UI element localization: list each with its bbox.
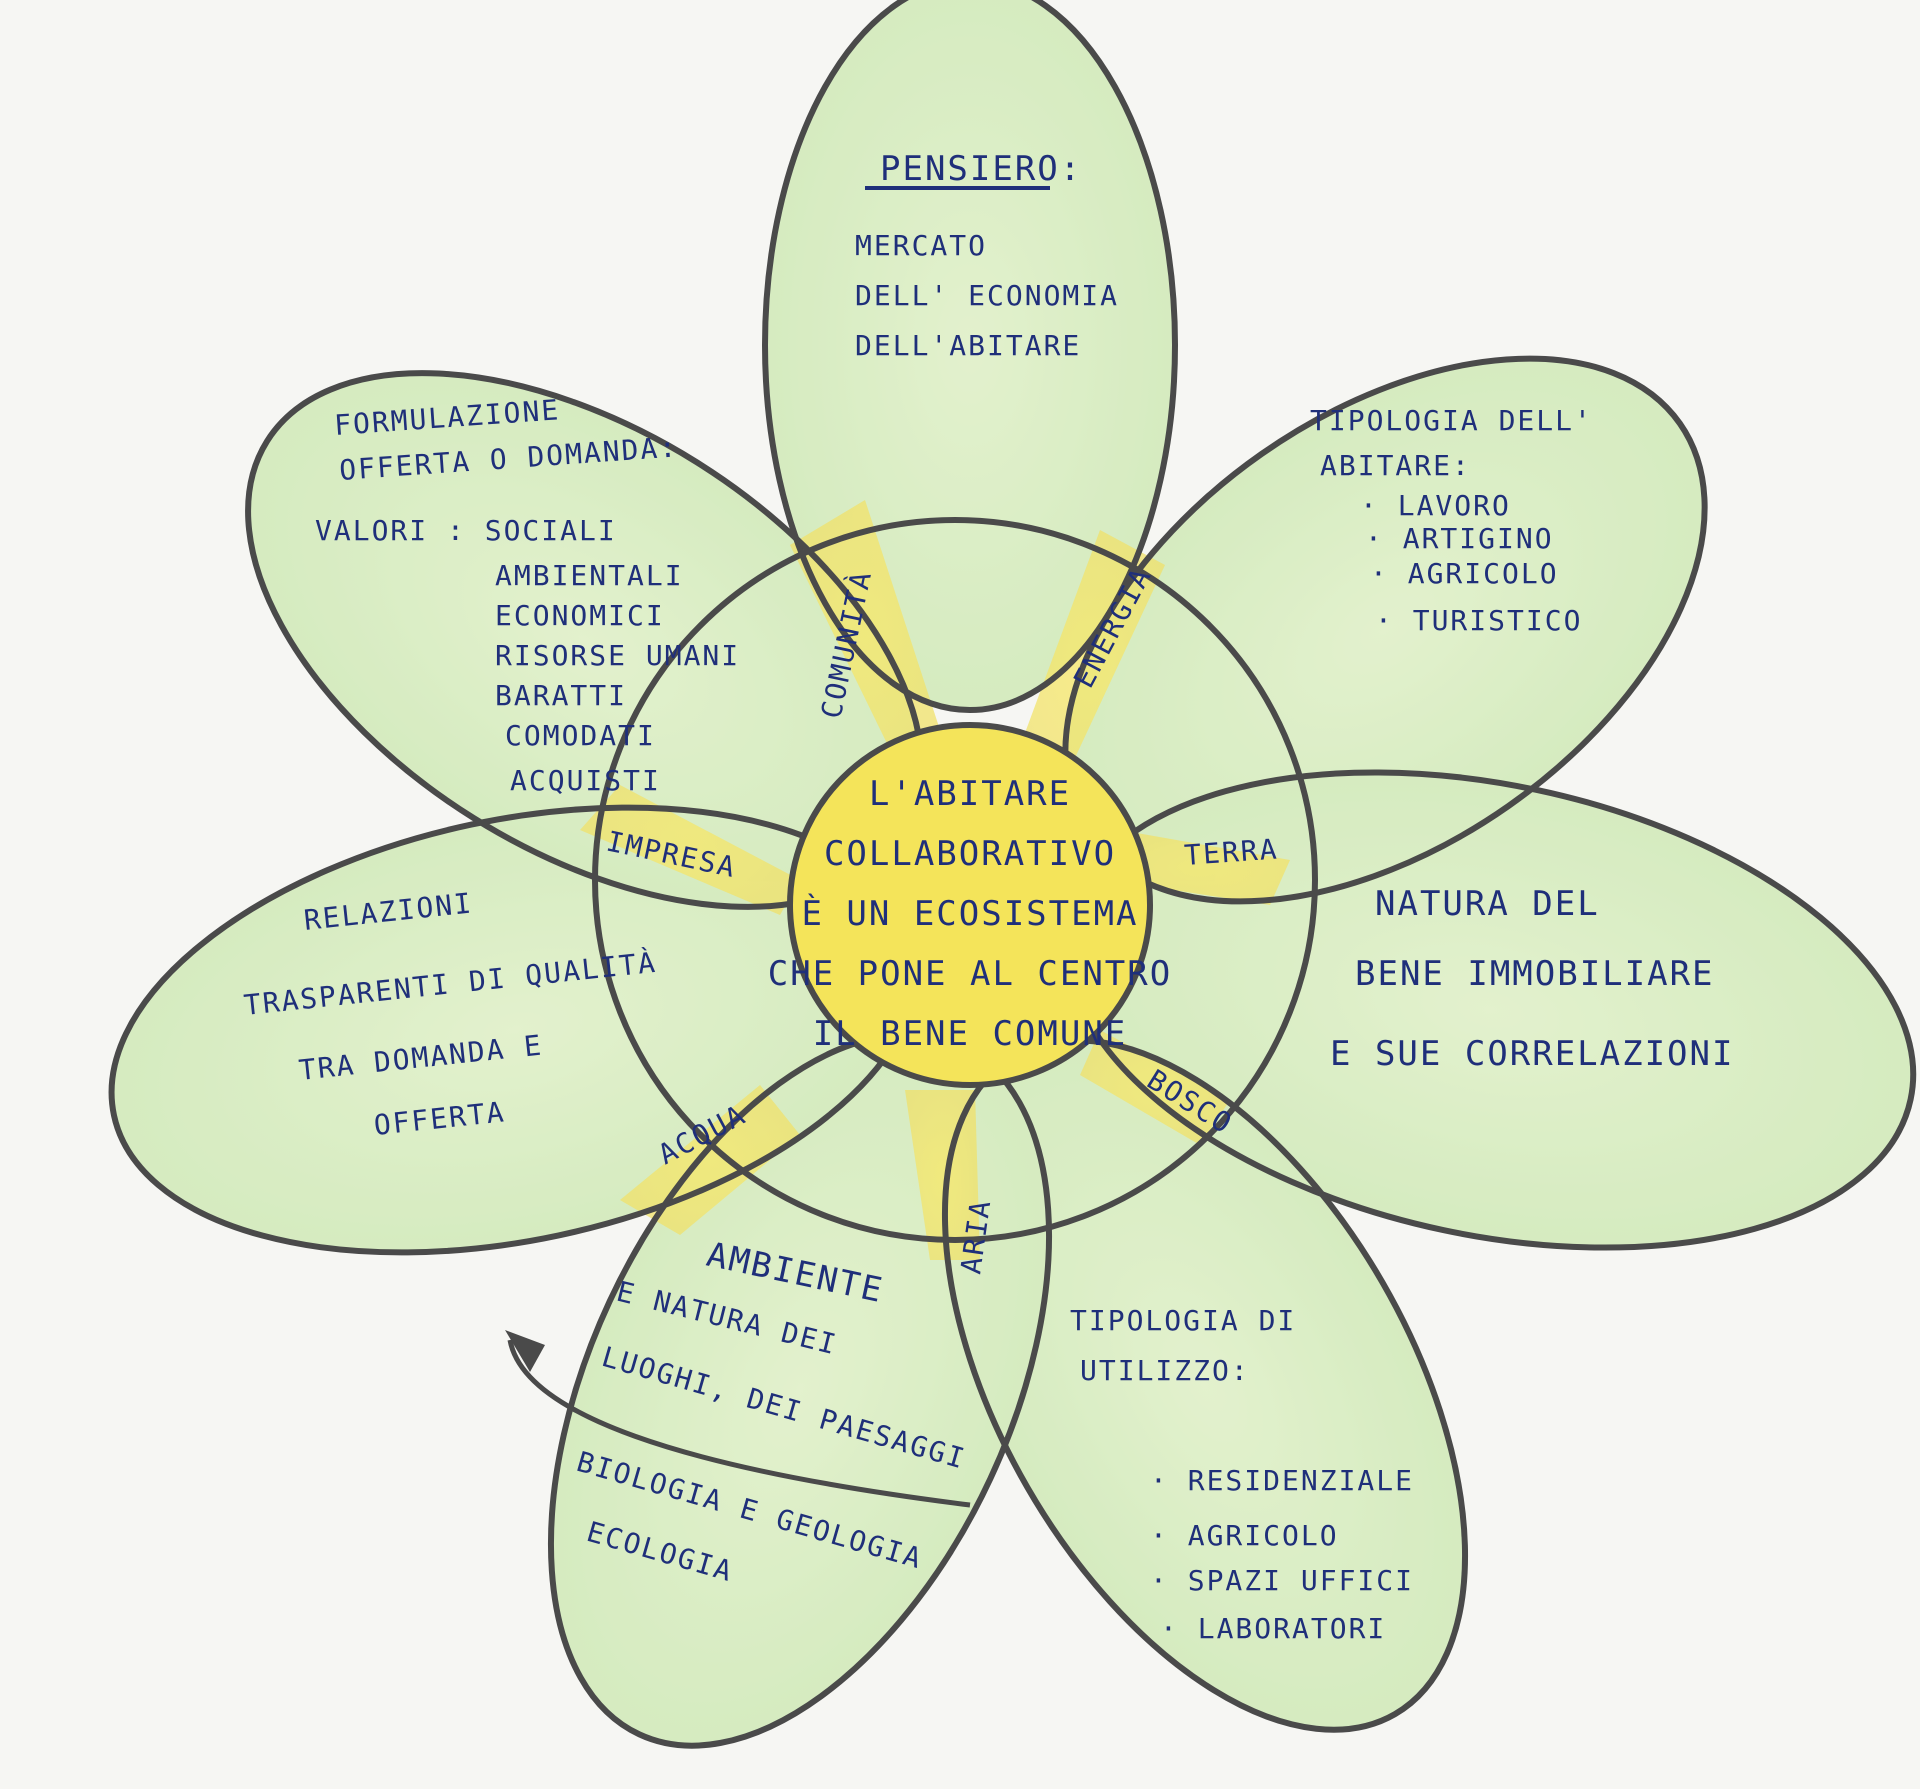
outer-ring [592, 517, 1318, 1243]
petal-top-left-line-8: COMODATI [505, 719, 656, 752]
center-line-1: L'ABITARE [869, 774, 1071, 814]
petal-top-line-1: MERCATO [855, 229, 987, 262]
petal-top-right-line-3: · LAVORO [1360, 489, 1511, 522]
petal-bottom-right-line-4: · AGRICOLO [1150, 1519, 1339, 1552]
petal-bottom-right-line-5: · SPAZI UFFICI [1150, 1564, 1414, 1597]
petal-top [762, 0, 1178, 713]
petal-top-title: PENSIERO: [880, 149, 1082, 189]
center-text: L'ABITARE COLLABORATIVO È UN ECOSISTEMA … [768, 774, 1172, 1054]
petal-top-line-3: DELL'ABITARE [855, 329, 1081, 362]
petal-top-right-fill [1065, 358, 1705, 902]
petal-right-fill [1066, 772, 1914, 1248]
petal-right-line-2: BENE IMMOBILIARE [1355, 954, 1715, 994]
petal-bottom-right-line-3: · RESIDENZIALE [1150, 1464, 1414, 1497]
center-line-2: COLLABORATIVO [824, 834, 1116, 874]
outlines [108, 0, 1917, 1749]
center-line-3: È UN ECOSISTEMA [801, 893, 1138, 934]
petal-top-left-line-6: RISORSE UMANI [495, 639, 740, 672]
petal-bottom-right-line-6: · LABORATORI [1160, 1612, 1386, 1645]
petal-top-right-line-1: TIPOLOGIA DELL' [1310, 404, 1593, 437]
petal-top-left-line-5: ECONOMICI [495, 599, 665, 632]
petal-bottom-right-line-1: TIPOLOGIA DI [1070, 1304, 1296, 1337]
petal-top-left-line-4: AMBIENTALI [495, 559, 684, 592]
petal-top-right-line-2: ABITARE: [1320, 449, 1471, 482]
label-terra: TERRA [1183, 832, 1279, 871]
petal-top-left-line-7: BARATTI [495, 679, 627, 712]
petal-top-left-fill [248, 373, 922, 907]
petal-right-line-3: E SUE CORRELAZIONI [1330, 1034, 1734, 1074]
petal-top-text: PENSIERO: MERCATO DELL' ECONOMIA DELL'AB… [855, 149, 1119, 362]
petal-top-right-line-6: · TURISTICO [1375, 604, 1582, 637]
petal-right-line-1: NATURA DEL [1375, 884, 1600, 924]
petal-top-left-line-9: ACQUISTI [510, 764, 661, 797]
petal-bottom-right-text: TIPOLOGIA DI UTILIZZO: · RESIDENZIALE · … [1070, 1304, 1414, 1645]
arrow-curve [507, 1339, 971, 1508]
petal-top-right-line-4: · ARTIGINO [1365, 522, 1554, 555]
center-circle [787, 722, 1153, 1088]
arrow-head [505, 1330, 545, 1372]
petal-top-line-2: DELL' ECONOMIA [855, 279, 1119, 312]
center-line-5: IL BENE COMUNE [813, 1014, 1128, 1054]
petal-top-left-line-3: VALORI : SOCIALI [315, 514, 617, 547]
petal-top-right-text: TIPOLOGIA DELL' ABITARE: · LAVORO · ARTI… [1310, 404, 1593, 637]
petal-right-text: NATURA DEL BENE IMMOBILIARE E SUE CORREL… [1330, 884, 1734, 1074]
petal-top-right-line-5: · AGRICOLO [1370, 557, 1559, 590]
petal-bottom-right-line-2: UTILIZZO: [1080, 1354, 1250, 1387]
center-line-4: CHE PONE AL CENTRO [768, 954, 1172, 994]
